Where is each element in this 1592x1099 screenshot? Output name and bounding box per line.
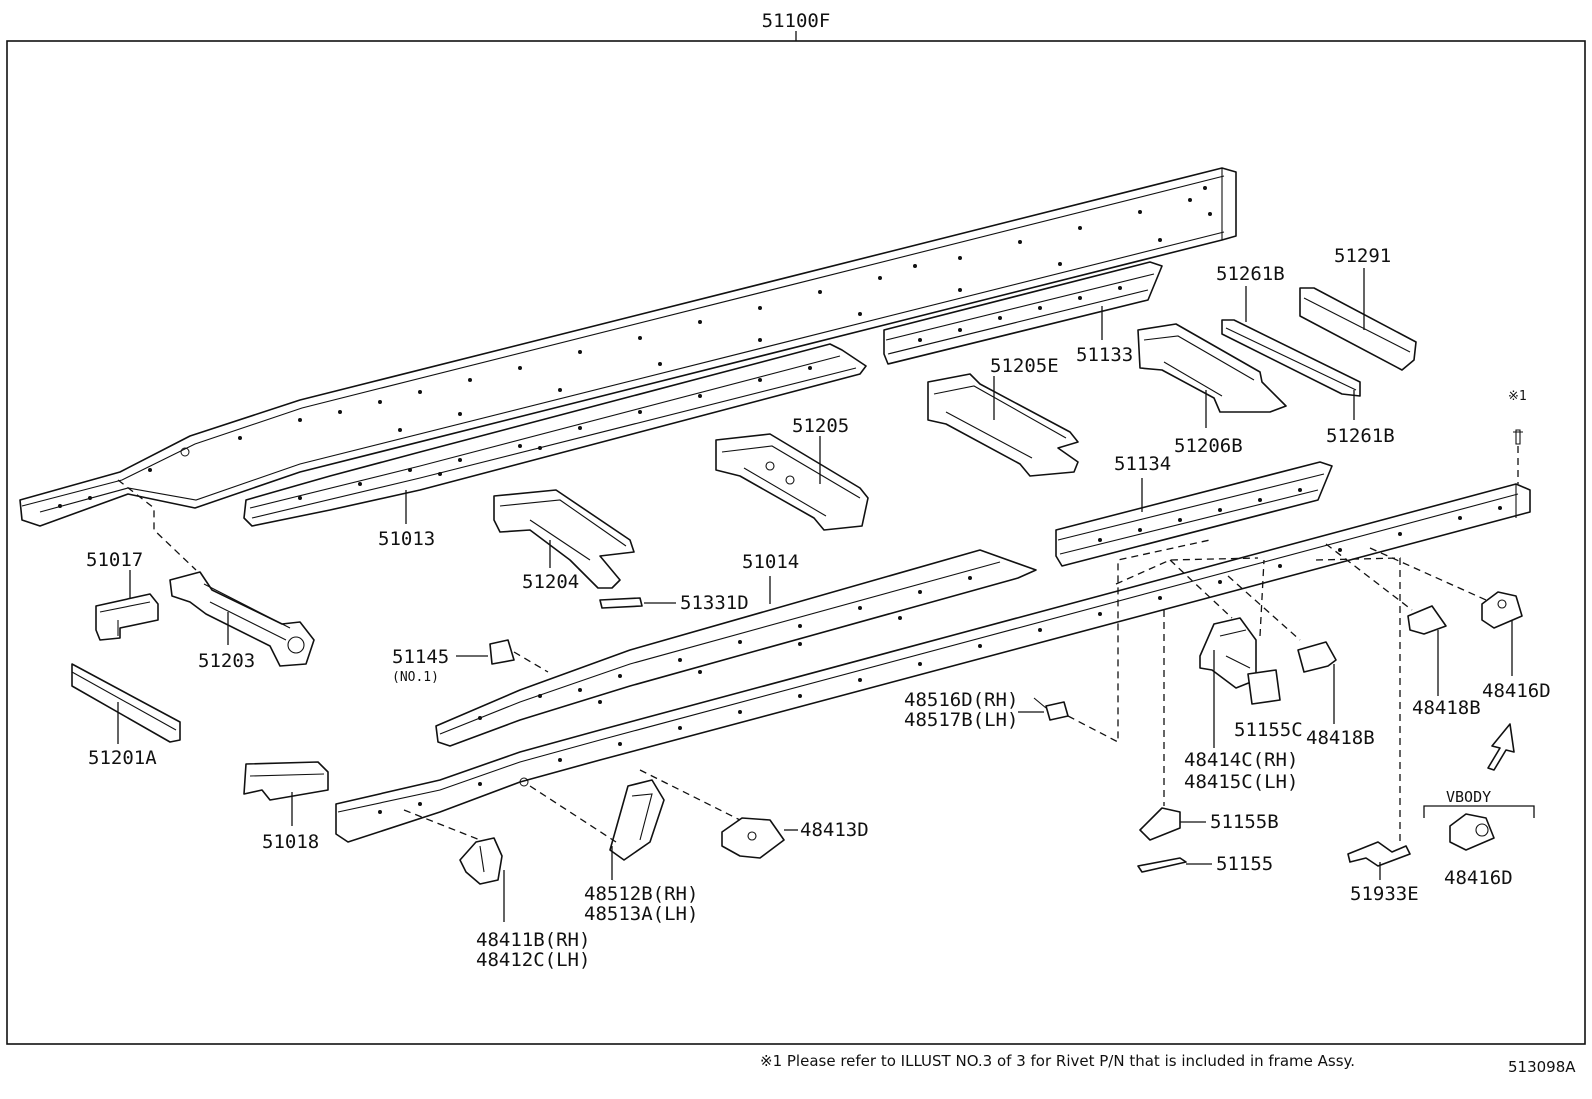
label-51933E[interactable]: 51933E xyxy=(1350,883,1419,905)
plate-51145[interactable] xyxy=(489,639,515,665)
label-48512B[interactable]: 48512B(RH) xyxy=(584,883,698,905)
label-48411B[interactable]: 48411B(RH) xyxy=(476,929,590,951)
label-48416D-a[interactable]: 48416D xyxy=(1482,680,1551,702)
right-side-rail[interactable] xyxy=(335,483,1531,843)
label-51261B-bottom[interactable]: 51261B xyxy=(1326,425,1395,447)
crossmember-51205[interactable] xyxy=(715,433,869,531)
plate-51933E[interactable] xyxy=(1347,841,1411,867)
label-51261B-top[interactable]: 51261B xyxy=(1216,263,1285,285)
crossmember-51203[interactable] xyxy=(169,571,315,667)
bracket-48414C[interactable] xyxy=(1199,617,1257,689)
rail-51014[interactable] xyxy=(435,549,1037,747)
label-48416D-b[interactable]: 48416D xyxy=(1444,867,1513,889)
bracket-48512B[interactable] xyxy=(609,779,665,861)
crossmember-51205E[interactable] xyxy=(927,373,1079,477)
reinforcement-51261B[interactable] xyxy=(1221,319,1361,397)
label-51203[interactable]: 51203 xyxy=(198,650,255,672)
rivet-marker: ※1 xyxy=(1508,389,1527,404)
label-48415C[interactable]: 48415C(LH) xyxy=(1184,771,1298,793)
reinforcement-51291[interactable] xyxy=(1299,287,1417,371)
bracket-51017[interactable] xyxy=(95,593,159,641)
label-51145-note: (NO.1) xyxy=(392,670,439,685)
label-51205E[interactable]: 51205E xyxy=(990,355,1059,377)
label-51014[interactable]: 51014 xyxy=(742,551,799,573)
vbody-bracket xyxy=(1423,805,1535,818)
label-51133[interactable]: 51133 xyxy=(1076,344,1133,366)
mount-48416D-b[interactable] xyxy=(1449,813,1495,851)
label-48516D[interactable]: 48516D(RH) xyxy=(904,689,1018,711)
label-51155[interactable]: 51155 xyxy=(1216,853,1273,875)
label-48412C[interactable]: 48412C(LH) xyxy=(476,949,590,971)
plate-51331D[interactable] xyxy=(599,597,643,609)
bracket-51155B[interactable] xyxy=(1139,807,1181,841)
label-51206B[interactable]: 51206B xyxy=(1174,435,1243,457)
assembly-part-label[interactable]: 51100F xyxy=(762,10,831,32)
mount-48416D-a[interactable] xyxy=(1481,591,1523,629)
label-48513A[interactable]: 48513A(LH) xyxy=(584,903,698,925)
label-48414C[interactable]: 48414C(RH) xyxy=(1184,749,1298,771)
label-51155C[interactable]: 51155C xyxy=(1234,719,1303,741)
rail-51013[interactable] xyxy=(243,343,867,527)
label-51017[interactable]: 51017 xyxy=(86,549,143,571)
bracket-48418B-a[interactable] xyxy=(1297,641,1337,673)
label-48418B-b[interactable]: 48418B xyxy=(1412,697,1481,719)
crossmember-51204[interactable] xyxy=(493,489,635,589)
label-51155B[interactable]: 51155B xyxy=(1210,811,1279,833)
plate-51155C[interactable] xyxy=(1247,669,1281,705)
crossmember-51206B[interactable] xyxy=(1137,323,1287,413)
label-48413D[interactable]: 48413D xyxy=(800,819,869,841)
label-48517B[interactable]: 48517B(LH) xyxy=(904,709,1018,731)
member-51133[interactable] xyxy=(883,261,1163,365)
label-51204[interactable]: 51204 xyxy=(522,571,579,593)
label-51018[interactable]: 51018 xyxy=(262,831,319,853)
bolt-48516D[interactable] xyxy=(1033,697,1069,721)
label-51013[interactable]: 51013 xyxy=(378,528,435,550)
label-51201A[interactable]: 51201A xyxy=(88,747,157,769)
label-48418B-a[interactable]: 48418B xyxy=(1306,727,1375,749)
footnote: ※1 Please refer to ILLUST NO.3 of 3 for … xyxy=(760,1052,1355,1070)
vbody-arrow-icon xyxy=(1487,723,1515,771)
left-side-rail[interactable] xyxy=(19,167,1237,527)
crossmember-51201A[interactable] xyxy=(71,663,181,743)
bracket-51018[interactable] xyxy=(243,761,329,801)
vbody-label: VBODY xyxy=(1446,788,1491,806)
bracket-48418B-b[interactable] xyxy=(1407,605,1447,635)
label-51291[interactable]: 51291 xyxy=(1334,245,1391,267)
diagram-code: 513098A xyxy=(1508,1058,1576,1076)
label-51134[interactable]: 51134 xyxy=(1114,453,1171,475)
member-51134[interactable] xyxy=(1055,461,1333,567)
label-51205[interactable]: 51205 xyxy=(792,415,849,437)
bracket-48411B[interactable] xyxy=(459,837,503,885)
plate-51155[interactable] xyxy=(1137,857,1187,873)
label-51145[interactable]: 51145 xyxy=(392,646,449,668)
label-51331D[interactable]: 51331D xyxy=(680,592,749,614)
bracket-48413D[interactable] xyxy=(721,817,785,859)
